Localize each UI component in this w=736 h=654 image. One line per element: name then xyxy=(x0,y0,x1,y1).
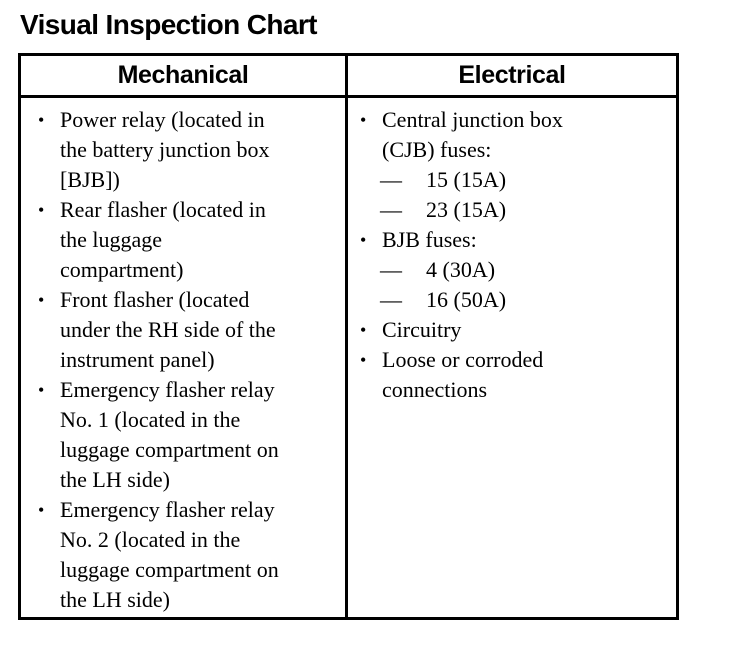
list-item-text: Central junction box (CJB) fuses: xyxy=(382,107,563,162)
column-header-mechanical: Mechanical xyxy=(21,56,348,95)
list-item: • Circuitry xyxy=(360,315,672,345)
list-item-text: Rear flasher (located in the luggage com… xyxy=(60,197,266,282)
table-body-row: • Power relay (located in the battery jun… xyxy=(21,98,676,617)
list-item-text: Power relay (located in the battery junc… xyxy=(60,107,270,192)
list-item: • Power relay (located in the battery jun… xyxy=(38,105,341,195)
fuse-subitem: — 4 (30A) xyxy=(360,255,672,285)
dash-icon: — xyxy=(380,167,402,192)
list-item: • Central junction box (CJB) fuses: xyxy=(360,105,672,165)
fuse-value: 16 (50A) xyxy=(426,287,507,312)
bullet-icon: • xyxy=(360,320,367,340)
bullet-icon: • xyxy=(38,290,45,310)
bullet-icon: • xyxy=(38,110,45,130)
list-item-text: Emergency flasher relay No. 2 (located i… xyxy=(60,497,279,612)
table-header-row: Mechanical Electrical xyxy=(21,56,676,98)
list-item: • Emergency flasher relay No. 2 (located … xyxy=(38,495,341,615)
list-item: • Loose or corroded connections xyxy=(360,345,672,405)
column-header-electrical: Electrical xyxy=(458,61,566,89)
list-item-text: Circuitry xyxy=(382,317,462,342)
list-item: • BJB fuses: xyxy=(360,225,672,255)
bullet-icon: • xyxy=(360,350,367,370)
page-title: Visual Inspection Chart xyxy=(20,9,317,40)
fuse-subitem: — 23 (15A) xyxy=(360,195,672,225)
bullet-icon: • xyxy=(360,110,367,130)
fuse-value: 15 (15A) xyxy=(426,167,507,192)
bullet-icon: • xyxy=(38,500,45,520)
list-item: • Emergency flasher relay No. 1 (located … xyxy=(38,375,341,495)
list-item: • Rear flasher (located in the luggage co… xyxy=(38,195,341,285)
list-item-text: BJB fuses: xyxy=(382,227,477,252)
bullet-icon: • xyxy=(38,200,45,220)
dash-icon: — xyxy=(380,257,402,282)
dash-icon: — xyxy=(380,287,402,312)
bullet-icon: • xyxy=(38,380,45,400)
bullet-icon: • xyxy=(360,230,367,250)
mechanical-column-cell: • Power relay (located in the battery jun… xyxy=(21,98,348,617)
dash-icon: — xyxy=(380,197,402,222)
visual-inspection-table: Mechanical Electrical • Power relay (loca… xyxy=(18,53,679,620)
list-item-text: Emergency flasher relay No. 1 (located i… xyxy=(60,377,279,492)
fuse-value: 4 (30A) xyxy=(426,257,496,282)
list-item-text: Loose or corroded connections xyxy=(382,347,544,402)
electrical-column-cell: • Central junction box (CJB) fuses: — 15 (1… xyxy=(348,98,676,617)
fuse-subitem: — 16 (50A) xyxy=(360,285,672,315)
fuse-value: 23 (15A) xyxy=(426,197,507,222)
list-item-text: Front flasher (located under the RH side… xyxy=(60,287,276,372)
fuse-subitem: — 15 (15A) xyxy=(360,165,672,195)
list-item: • Front flasher (located under the RH sid… xyxy=(38,285,341,375)
